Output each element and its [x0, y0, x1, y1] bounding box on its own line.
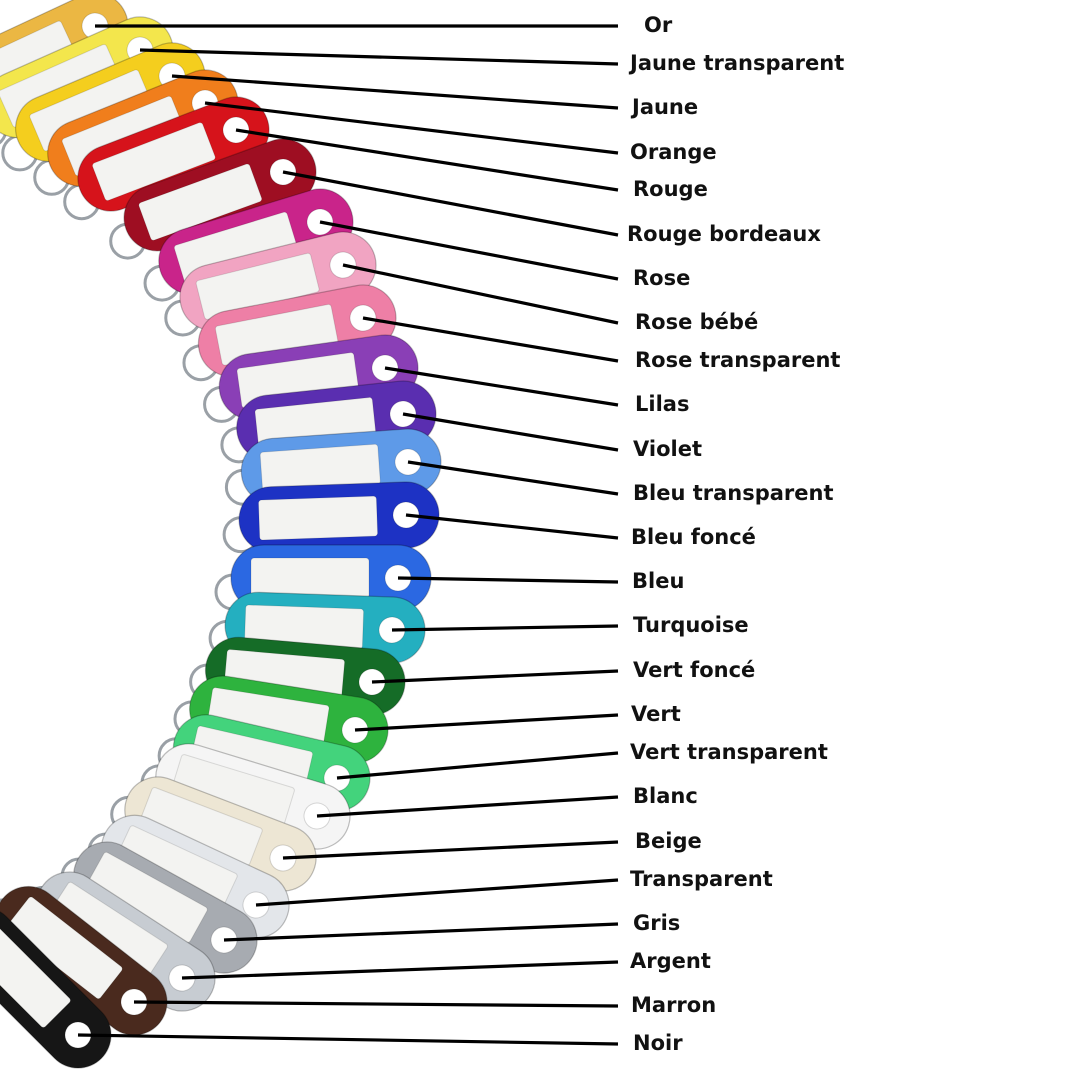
color-label: Bleu — [632, 569, 685, 593]
keytag — [238, 481, 440, 554]
leader-line — [316, 795, 619, 818]
leader-line — [282, 170, 619, 237]
color-label: Beige — [635, 829, 702, 853]
leader-line — [77, 1033, 619, 1046]
color-label: Rose transparent — [635, 348, 841, 372]
color-label: Bleu transparent — [633, 481, 834, 505]
leader-line — [139, 48, 619, 66]
label-window — [0, 917, 71, 1028]
leader-line — [407, 460, 619, 496]
color-label: Argent — [630, 949, 711, 973]
leader-line — [371, 669, 619, 684]
leader-line — [255, 878, 619, 907]
keytag — [73, 841, 258, 974]
color-label: Turquoise — [633, 613, 749, 637]
color-label: Jaune — [632, 95, 699, 119]
leader-line — [354, 713, 619, 732]
color-label: Vert — [631, 702, 681, 726]
keytags — [0, 0, 442, 1069]
color-label: Vert transparent — [630, 740, 828, 764]
label-window — [257, 495, 379, 541]
leader-line — [204, 101, 619, 155]
leader-lines — [77, 24, 619, 1046]
color-label: Violet — [633, 437, 702, 461]
color-label: Lilas — [635, 392, 690, 416]
color-label: Rose bébé — [635, 310, 759, 334]
leader-line — [171, 74, 619, 110]
leader-line — [397, 576, 619, 584]
leader-line — [181, 960, 619, 980]
keytag — [100, 814, 290, 939]
leader-line — [342, 263, 619, 325]
label-window — [91, 122, 216, 201]
color-label: Noir — [633, 1031, 683, 1055]
leader-line — [405, 513, 619, 540]
color-label: Rouge — [633, 177, 708, 201]
leader-line — [282, 840, 619, 860]
leader-line — [391, 624, 619, 632]
color-label: Gris — [633, 911, 681, 935]
leader-line — [336, 751, 619, 780]
color-label: Blanc — [633, 784, 698, 808]
label-window — [250, 557, 370, 599]
color-label: Rouge bordeaux — [627, 222, 821, 246]
leader-line — [384, 366, 619, 407]
leader-line — [402, 412, 619, 452]
color-label: Transparent — [630, 867, 773, 891]
leader-line — [362, 316, 619, 363]
color-label: Or — [644, 13, 673, 37]
leader-line — [235, 128, 619, 192]
leader-line — [133, 1000, 619, 1008]
label-window — [138, 163, 263, 241]
color-label: Marron — [631, 993, 717, 1017]
color-label: Vert foncé — [633, 658, 756, 682]
color-label: Bleu foncé — [631, 525, 756, 549]
keytag — [155, 743, 351, 850]
color-label: Jaune transparent — [630, 51, 845, 75]
color-label: Rose — [633, 266, 691, 290]
color-label: Orange — [630, 140, 717, 164]
leader-line — [319, 220, 619, 281]
leader-line — [223, 922, 619, 942]
